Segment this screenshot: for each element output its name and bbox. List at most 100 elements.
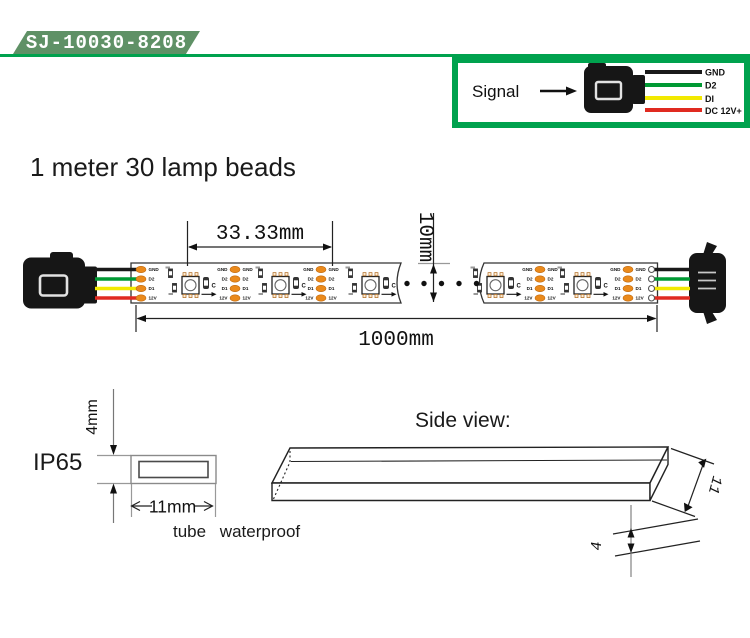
pad-label: D2: [329, 277, 335, 282]
solder-pad: [229, 275, 241, 283]
signal-connector-icon: [584, 63, 645, 113]
led-lens: [364, 279, 377, 292]
pad-label: D2: [527, 277, 533, 282]
solder-pad: [534, 275, 546, 283]
signal-wire-label: GND: [705, 68, 726, 78]
pad-label: D1: [308, 286, 314, 291]
solder-pad: [534, 265, 546, 273]
solder-pad: [229, 284, 241, 292]
pad-label: 12V: [305, 296, 314, 301]
side-view-drawing: 11 4: [270, 446, 725, 577]
led-pin: [487, 294, 492, 298]
pad-label: GND: [217, 267, 228, 272]
capacitor-label: C: [517, 284, 522, 290]
wire-hole: [647, 284, 656, 293]
dimension-pitch: 33.33mm: [186, 221, 334, 266]
capacitor-label: C: [302, 284, 307, 290]
pad-label: 12V: [243, 296, 252, 301]
pad-label: D2: [615, 277, 621, 282]
led-pin: [284, 272, 289, 277]
dim-height-label: 4: [589, 541, 606, 550]
pad-label: D2: [636, 277, 642, 282]
pad-label: 12V: [636, 296, 645, 301]
led-lens: [274, 279, 287, 292]
ip-rating-label: IP65: [33, 449, 83, 476]
pad-label: 12V: [612, 296, 621, 301]
led-pin: [574, 272, 579, 277]
solder-pad: [622, 294, 634, 302]
led-pin: [368, 272, 373, 277]
pad-label: GND: [610, 267, 621, 272]
right-arrow-icon: [540, 86, 577, 96]
led-pin: [580, 294, 585, 298]
pad-label: D1: [527, 286, 533, 291]
solder-pad: [135, 284, 147, 292]
led-pin: [194, 294, 199, 298]
solder-pad: [135, 275, 147, 283]
dimension-strip-width: 10mm: [413, 212, 450, 302]
pad-label: GND: [522, 267, 533, 272]
continuation-dot: [438, 280, 445, 287]
solder-pad: [622, 275, 634, 283]
signal-label: Signal: [472, 82, 519, 101]
pad-label: D2: [149, 277, 155, 282]
led-pin: [368, 294, 373, 298]
pad-label: D1: [329, 286, 335, 291]
signal-wire-label: DC 12V+: [705, 106, 742, 116]
pad-label: GND: [548, 267, 559, 272]
page-title: 1 meter 30 lamp beads: [30, 152, 296, 182]
solder-pad: [315, 265, 327, 273]
led-pin: [586, 272, 591, 277]
side-view-title: Side view:: [415, 409, 511, 432]
pad-label: D2: [222, 277, 228, 282]
led-pin: [499, 272, 504, 277]
led-pin: [499, 294, 504, 298]
pad-label: 12V: [548, 296, 557, 301]
pad-label: 12V: [329, 296, 338, 301]
led-segment: C: [470, 266, 522, 298]
led-pin: [194, 272, 199, 277]
solder-pad: [315, 275, 327, 283]
pad-label: D1: [615, 286, 621, 291]
pad-label: D1: [149, 286, 155, 291]
led-segment: C: [255, 266, 307, 298]
continuation-dot: [456, 280, 462, 287]
led-pin: [188, 272, 193, 277]
led-pin: [493, 272, 498, 277]
led-pin: [574, 294, 579, 298]
pad-label: GND: [243, 267, 254, 272]
led-segment: C: [165, 266, 217, 298]
pad-label: D1: [636, 286, 642, 291]
dim-strip-width-label: 10mm: [413, 212, 436, 262]
dim-depth-label: 11: [704, 474, 725, 496]
pad-label: D1: [222, 286, 228, 291]
solder-pad: [315, 284, 327, 292]
led-pin: [487, 272, 492, 277]
model-banner: SJ-10030-8208: [13, 31, 200, 54]
pad-label: D2: [308, 277, 314, 282]
pad-label: 12V: [524, 296, 533, 301]
led-pin: [272, 272, 277, 277]
model-number: SJ-10030-8208: [25, 31, 188, 54]
led-pin: [182, 272, 187, 277]
led-pin: [188, 294, 193, 298]
led-pin: [374, 272, 379, 277]
continuation-dot: [421, 280, 427, 287]
solder-pad: [622, 265, 634, 273]
solder-pad: [622, 284, 634, 292]
solder-pad: [315, 294, 327, 302]
led-segment: C: [557, 266, 609, 298]
led-pin: [278, 294, 283, 298]
led-pin: [362, 272, 367, 277]
pad-label: GND: [303, 267, 314, 272]
solder-pad: [135, 265, 147, 273]
led-pin: [284, 294, 289, 298]
dim-tube-width-label: 11mm: [149, 497, 196, 517]
